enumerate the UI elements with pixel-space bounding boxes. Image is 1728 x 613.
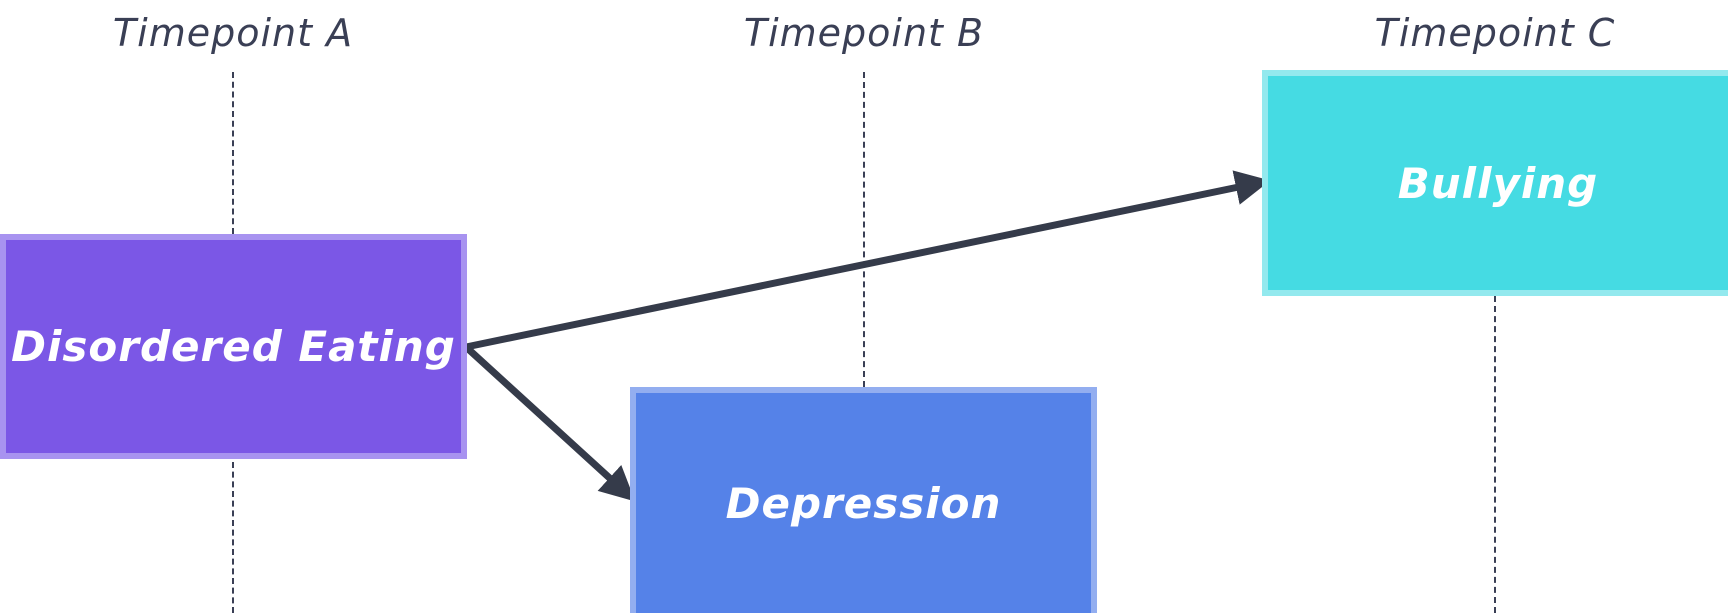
timepoint-b-guide (863, 72, 865, 387)
timepoint-a-label: Timepoint A (112, 11, 354, 55)
timepoint-b-label: Timepoint B (743, 11, 985, 55)
arrow-disordered-eating-to-depression (462, 343, 636, 502)
node-disordered-eating[interactable]: Disordered Eating (0, 234, 467, 459)
timepoint-a-guide-top (232, 72, 234, 234)
node-depression[interactable]: Depression (630, 387, 1097, 613)
node-disordered-eating-label: Disordered Eating (11, 322, 456, 371)
timepoint-c-guide (1494, 296, 1496, 613)
node-depression-label: Depression (725, 478, 1002, 528)
timepoint-a-guide-bottom (232, 462, 234, 613)
node-bullying-label: Bullying (1397, 158, 1599, 208)
node-bullying[interactable]: Bullying (1262, 70, 1728, 296)
timepoint-c-label: Timepoint C (1374, 11, 1616, 55)
arrow-disordered-eating-to-bullying (462, 170, 1271, 351)
